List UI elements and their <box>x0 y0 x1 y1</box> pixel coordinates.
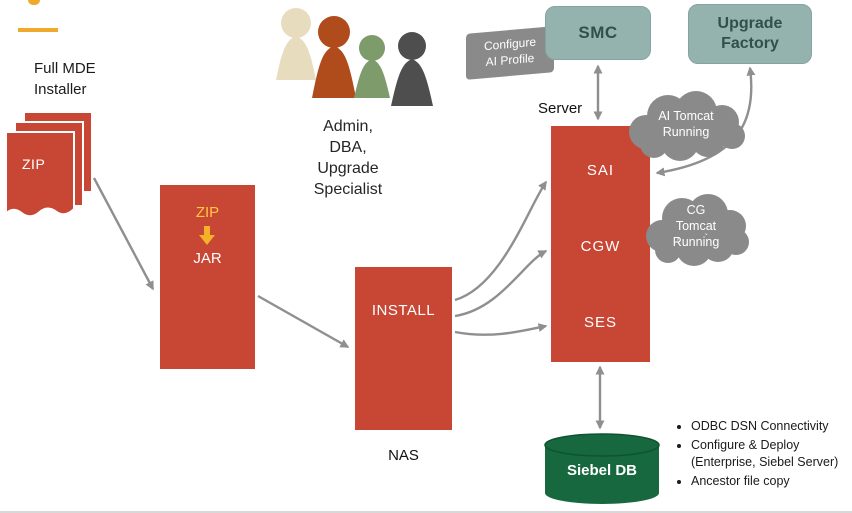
ai-tomcat-cloud-label: AI Tomcat Running <box>658 109 714 139</box>
cgw-label: CGW <box>580 238 621 255</box>
db-notes-list: ODBC DSN Connectivity Configure & Deploy… <box>675 418 852 492</box>
title-underline <box>18 28 58 32</box>
server-label: Server <box>538 100 583 117</box>
ai-tomcat-cloud <box>629 91 745 161</box>
ses-label: SES <box>583 314 617 331</box>
list-item: ODBC DSN Connectivity <box>691 418 852 434</box>
zip-file-label: ZIP <box>22 156 46 172</box>
stacked-zip-papers-icon <box>6 112 93 218</box>
cg-tomcat-cloud-label: CG Tomcat Running <box>672 203 720 249</box>
person-icon-gray <box>391 32 433 106</box>
server-stack-column <box>551 126 650 362</box>
zip-jar-box <box>160 185 255 369</box>
list-item: Ancestor file copy <box>691 473 852 489</box>
nas-label: NAS <box>388 447 419 464</box>
full-mde-installer-label: Full MDE Installer <box>34 60 96 98</box>
siebel-db-cylinder <box>544 433 660 504</box>
cropped-title-fragment <box>28 0 40 5</box>
upgrade-factory-box: Upgrade Factory <box>688 4 812 64</box>
configure-ai-profile-banner: Configure AI Profile <box>466 26 554 80</box>
arrow-install-to-ses <box>454 323 548 336</box>
list-item: Configure & Deploy (Enterprise, Siebel S… <box>691 437 852 470</box>
smc-box: SMC <box>545 6 651 60</box>
siebel-db-label: Siebel DB <box>566 462 638 479</box>
sai-label: SAI <box>586 162 615 179</box>
down-arrow-icon <box>196 226 218 248</box>
people-caption: Admin, DBA, Upgrade Specialist <box>313 118 383 199</box>
arrow-installer-to-zipjar <box>92 177 155 291</box>
cg-tomcat-cloud <box>646 194 749 266</box>
jar-label: JAR <box>193 250 222 267</box>
install-label: INSTALL <box>371 302 436 319</box>
admin-dba-specialist-people-icons <box>276 8 433 106</box>
arrow-install-to-cgw <box>454 249 548 318</box>
person-icon-rust <box>312 16 356 98</box>
arrow-install-to-sai <box>454 180 547 302</box>
install-box <box>355 267 452 430</box>
zip-label: ZIP <box>195 204 220 221</box>
person-icon-green <box>354 35 390 98</box>
arrow-zipjar-to-install <box>257 294 350 349</box>
person-icon-beige <box>276 8 316 80</box>
